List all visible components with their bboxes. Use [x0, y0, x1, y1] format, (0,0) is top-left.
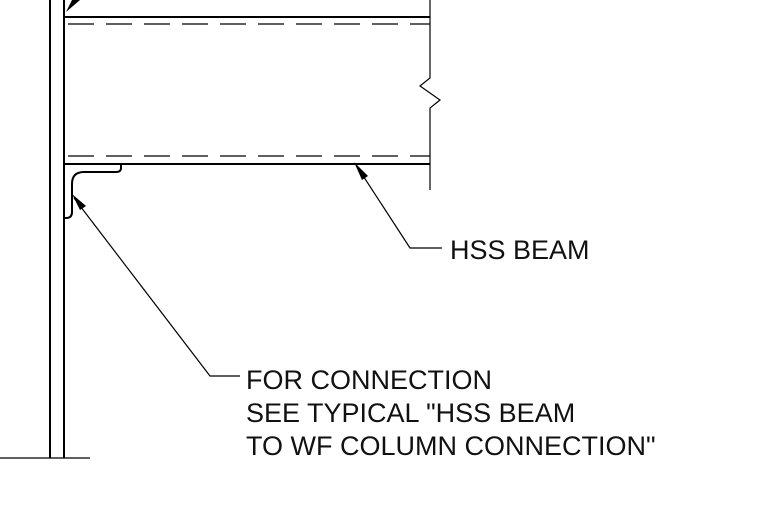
connection-leader-line	[73, 197, 240, 377]
hss-beam	[64, 0, 442, 190]
hss-beam-leader-line	[357, 167, 442, 249]
connection-leader	[72, 194, 240, 377]
connection-note-line-2: SEE TYPICAL "HSS BEAM	[246, 398, 575, 428]
hss-beam-label: HSS BEAM	[450, 235, 590, 265]
hss-beam-leader	[354, 162, 442, 249]
connection-note-line-3: TO WF COLUMN CONNECTION"	[246, 431, 656, 461]
beam-break-line	[418, 0, 442, 190]
top-arrow-fragment	[66, 0, 80, 12]
connection-angle	[64, 164, 122, 219]
hss-beam-leader-arrowhead	[354, 162, 368, 180]
wf-column	[49, 0, 65, 458]
connection-note-line-1: FOR CONNECTION	[246, 365, 492, 395]
connection-leader-arrowhead	[72, 194, 86, 210]
